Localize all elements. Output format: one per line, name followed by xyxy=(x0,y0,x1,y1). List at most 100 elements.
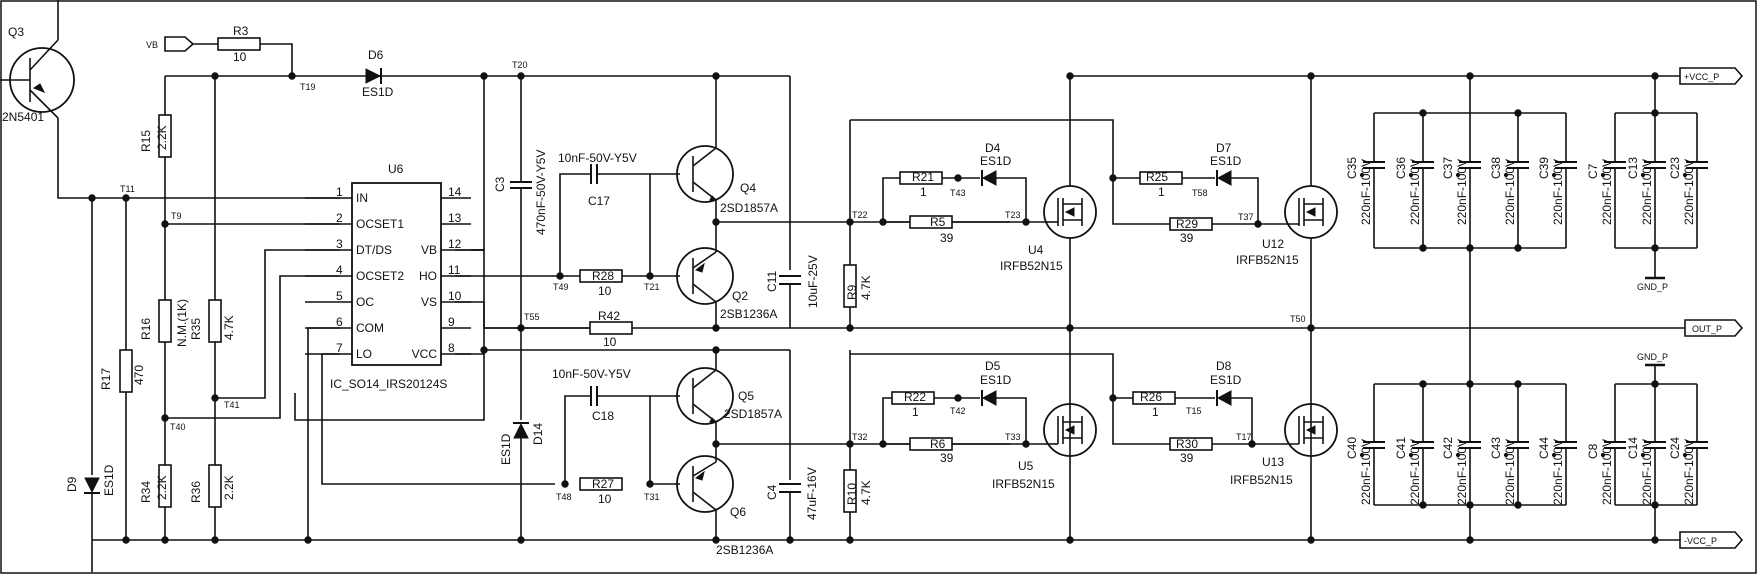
junction-dot xyxy=(161,414,169,422)
q5-ref: Q5 xyxy=(738,389,754,403)
resistor-r35 xyxy=(208,299,222,343)
cap-ref-c41: C41 xyxy=(1394,437,1408,459)
junction-dot xyxy=(646,272,654,280)
tp-t58: T58 xyxy=(1192,188,1208,198)
tp-t21: T21 xyxy=(644,282,660,292)
junction-dot xyxy=(1466,72,1474,80)
d5-part: ES1D xyxy=(980,373,1012,387)
junction-dot xyxy=(1419,109,1427,117)
r29-ref: R29 xyxy=(1176,217,1198,231)
cap-ref-c38: C38 xyxy=(1489,157,1503,179)
junction-dot xyxy=(1514,109,1522,117)
d7-ref: D7 xyxy=(1216,141,1232,155)
junction-dot xyxy=(122,194,130,202)
junction-dot xyxy=(211,72,219,80)
cap-val-c43: 220nF-100V xyxy=(1503,439,1517,505)
q5-part: 2SD1857A xyxy=(724,407,782,421)
r30-val: 39 xyxy=(1180,451,1194,465)
tp-t23: T23 xyxy=(1005,210,1021,220)
cap-ref-c37: C37 xyxy=(1441,157,1455,179)
junction-dot xyxy=(304,536,312,544)
r16-val: N.M.(1K) xyxy=(175,299,189,347)
c17-ref: C17 xyxy=(588,194,610,208)
mosfet-u12: U12 IRFB52N15 xyxy=(1236,185,1338,267)
junction-dot xyxy=(1651,109,1659,117)
c3-val: 470nF-50V-Y5V xyxy=(534,150,548,235)
ic-pin-num-6: 6 xyxy=(336,315,343,329)
r15-val: 2.2K xyxy=(155,125,169,150)
port-out-p: OUT_P xyxy=(1684,319,1744,337)
r28-val: 10 xyxy=(598,284,612,298)
c3-ref: C3 xyxy=(493,176,507,192)
cap-val-c36: 220nF-100V xyxy=(1408,159,1422,225)
cap-ref-c44: C44 xyxy=(1537,437,1551,459)
junction-dot xyxy=(1514,501,1522,509)
junction-dot xyxy=(556,272,564,280)
junction-dot xyxy=(480,346,488,354)
u13-part: IRFB52N15 xyxy=(1230,473,1293,487)
r9-val: 4.7K xyxy=(859,275,873,300)
transistor-q4: Q4 2SD1857A xyxy=(676,145,778,215)
tp-t32: T32 xyxy=(852,432,868,442)
junction-dot xyxy=(1419,244,1427,252)
port-vcc-p-label: +VCC_P xyxy=(1684,72,1719,82)
junction-dot xyxy=(1066,324,1074,332)
transistor-q5: Q5 2SD1857A xyxy=(676,367,782,425)
junction-dot xyxy=(88,194,96,202)
q2-ref: Q2 xyxy=(732,289,748,303)
junction-dot xyxy=(1109,174,1117,182)
junction-dot xyxy=(1651,380,1659,388)
resistor-r28 xyxy=(579,269,623,283)
junction-dot xyxy=(1466,501,1474,509)
tp-t19: T19 xyxy=(300,82,316,92)
d5-ref: D5 xyxy=(985,359,1001,373)
port-vcc-p: +VCC_P xyxy=(1679,67,1744,85)
q4-ref: Q4 xyxy=(740,181,756,195)
tp-t55: T55 xyxy=(524,312,540,322)
ic-pin-num-13: 13 xyxy=(448,211,462,225)
d8-ref: D8 xyxy=(1216,359,1232,373)
junction-dot xyxy=(288,72,296,80)
r26-ref: R26 xyxy=(1140,390,1162,404)
ic-pin-name-4: OCSET2 xyxy=(356,269,404,283)
junction-dot xyxy=(1419,380,1427,388)
port-neg-vcc-p-label: -VCC_P xyxy=(1684,536,1717,546)
r10-ref: R10 xyxy=(845,483,859,505)
cap-val-c13: 220nF-100V xyxy=(1640,159,1654,225)
tp-t40: T40 xyxy=(170,422,186,432)
r3-val: 10 xyxy=(233,50,247,64)
r36-ref: R36 xyxy=(189,481,203,503)
junction-dot xyxy=(712,536,720,544)
q4-part: 2SD1857A xyxy=(720,201,778,215)
junction-dot xyxy=(1307,72,1315,80)
u13-ref: U13 xyxy=(1262,455,1284,469)
cap-val-c23: 220nF-100V xyxy=(1682,159,1696,225)
junction-dot xyxy=(561,480,569,488)
r34-ref: R34 xyxy=(139,481,153,503)
tp-t42: T42 xyxy=(950,406,966,416)
junction-dot xyxy=(846,218,854,226)
cap-val-c35: 220nF-100V xyxy=(1359,159,1373,225)
capacitor-c11: C11 10uF-25V xyxy=(765,255,820,308)
r28-ref: R28 xyxy=(592,269,614,283)
tp-t15: T15 xyxy=(1186,406,1202,416)
junction-dot xyxy=(517,324,525,332)
port-vb: VB xyxy=(146,36,195,52)
gnd-top-label: GND_P xyxy=(1637,282,1668,292)
ic-pin-name-10: VS xyxy=(421,295,437,309)
tp-t20: T20 xyxy=(512,60,528,70)
r34-val: 2.2K xyxy=(155,475,169,500)
ic-pin-name-7: LO xyxy=(356,347,372,361)
r27-val: 10 xyxy=(598,492,612,506)
diode-d9: D9 ES1D xyxy=(65,464,116,496)
r35-ref: R35 xyxy=(189,318,203,340)
q6-ref: Q6 xyxy=(730,505,746,519)
transistor-q3: Q3 2N5401 xyxy=(0,0,75,124)
u12-part: IRFB52N15 xyxy=(1236,253,1299,267)
diode-d6: D6 ES1D xyxy=(362,48,394,99)
ic-pin-num-1: 1 xyxy=(336,185,343,199)
r5-val: 39 xyxy=(940,231,954,245)
cap-ref-c35: C35 xyxy=(1345,157,1359,179)
d6-ref: D6 xyxy=(368,48,384,62)
r42-ref: R42 xyxy=(598,309,620,323)
